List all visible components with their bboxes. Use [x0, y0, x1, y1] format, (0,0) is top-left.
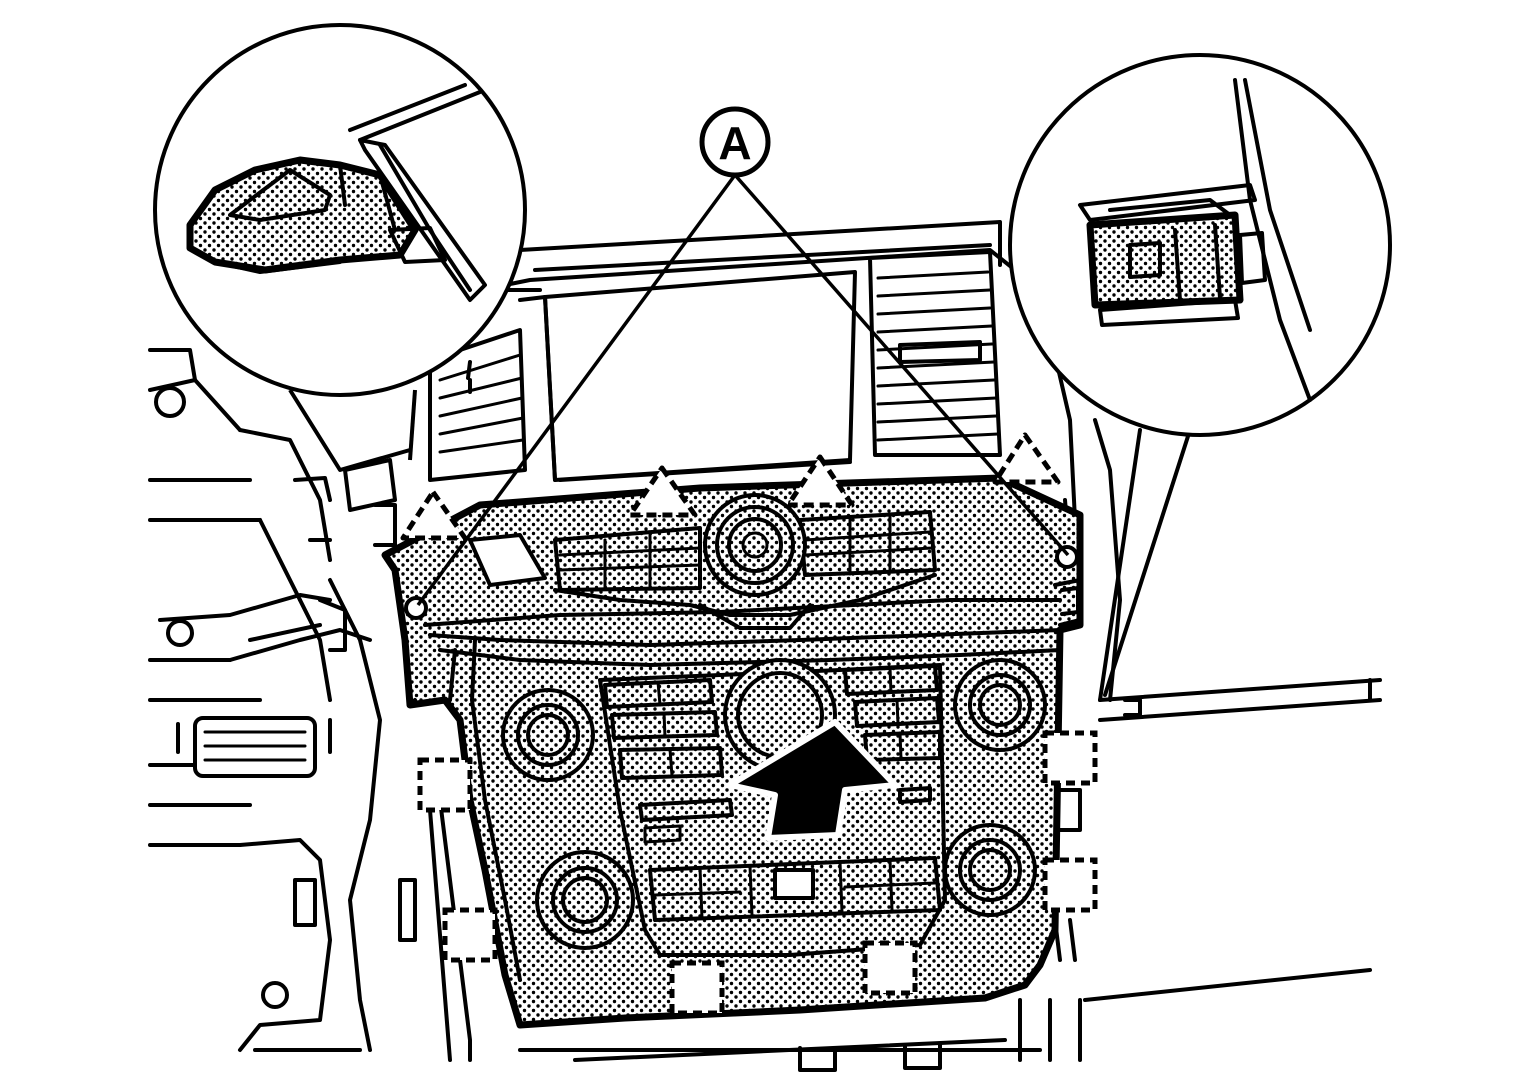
clip-marker-bottom-left: [669, 960, 725, 1016]
tab-marker-4: [992, 432, 1061, 485]
callout-leader-right: [733, 173, 1070, 557]
callout-leader-left: [416, 173, 737, 607]
clip-locations: [417, 730, 1098, 1016]
clip-marker-right-lower: [1042, 857, 1098, 913]
lower-console: [428, 798, 1042, 1072]
clip-marker-right-upper: [1042, 730, 1098, 786]
hvac-buttons-right: [843, 664, 942, 762]
tab-locations: [400, 432, 1061, 541]
center-vent-left: [428, 328, 527, 482]
center-vent-right: [868, 250, 1002, 457]
knob-left-lower: [535, 850, 635, 950]
clip-detail-left: [153, 23, 527, 472]
tab-marker-3: [785, 454, 855, 508]
trim-panel: [381, 474, 1084, 1029]
tab-marker-2: [627, 465, 698, 518]
hvac-buttons-left: [603, 678, 724, 780]
hvac-buttons-bottom: [648, 856, 942, 922]
clip-marker-left-upper: [417, 757, 473, 813]
removal-direction-arrow: [727, 719, 898, 841]
clip-marker-bottom-right: [862, 940, 918, 996]
clip-detail-right: [1008, 53, 1392, 702]
callout-circle: [699, 106, 771, 178]
knob-left-upper: [501, 688, 595, 782]
knob-right-upper: [953, 658, 1047, 752]
tab-marker-1: [400, 489, 468, 541]
clip-marker-left-lower: [442, 907, 498, 963]
callout-a: A: [416, 106, 1070, 607]
knob-right-lower: [943, 823, 1037, 917]
callout-label: A: [718, 117, 751, 169]
